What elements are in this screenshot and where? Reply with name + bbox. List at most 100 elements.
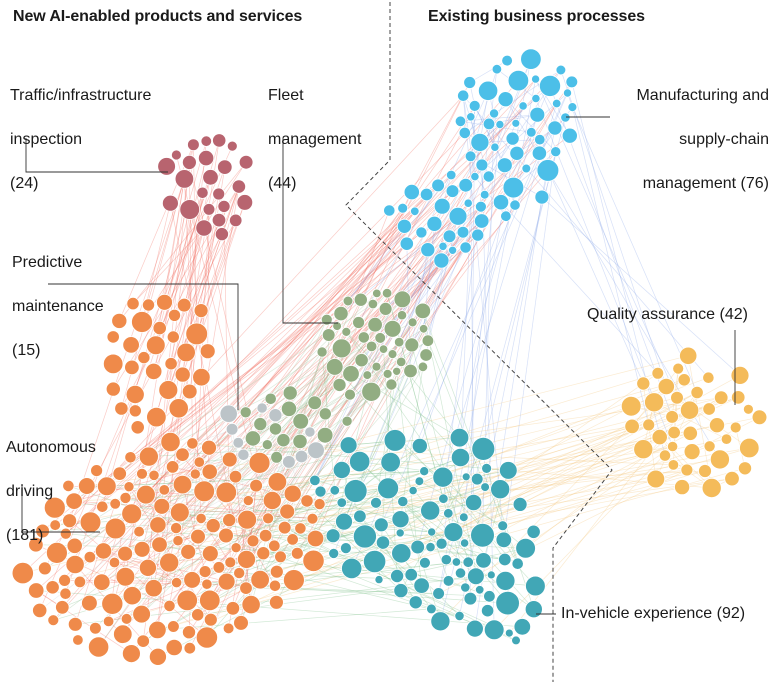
node-blue <box>442 229 457 244</box>
edge <box>306 500 402 591</box>
label-manufacturing: Manufacturing and supply-chain managemen… <box>636 63 769 217</box>
node-maroon <box>202 203 216 216</box>
node-orange <box>165 638 183 657</box>
node-orange <box>217 572 236 591</box>
node-orange <box>170 522 183 535</box>
edge <box>141 391 372 615</box>
node-orange <box>125 384 145 404</box>
edge <box>284 391 372 528</box>
node-orange <box>189 468 201 480</box>
node-yellow <box>680 463 694 477</box>
node-grey <box>256 402 268 414</box>
node-orange <box>148 647 167 666</box>
edge <box>474 92 568 177</box>
edge <box>223 206 231 563</box>
node-teal <box>443 508 454 519</box>
node-orange <box>283 484 302 503</box>
label-predictive-line2: maintenance <box>12 298 104 315</box>
node-green <box>325 358 344 376</box>
edge <box>246 519 261 580</box>
node-grey <box>232 436 245 449</box>
edge <box>462 95 709 378</box>
edge <box>505 98 556 152</box>
edge <box>259 337 381 580</box>
node-blue <box>445 184 460 198</box>
node-teal <box>353 509 367 524</box>
node-orange <box>256 546 271 561</box>
node-teal <box>339 542 352 554</box>
node-blue <box>459 241 472 254</box>
node-green <box>371 361 382 372</box>
node-orange <box>306 512 319 525</box>
node-maroon <box>200 135 213 147</box>
node-teal <box>511 635 521 646</box>
node-teal <box>438 493 449 504</box>
node-teal <box>526 524 541 539</box>
node-teal <box>458 512 469 522</box>
node-blue <box>500 210 512 222</box>
node-maroon <box>217 159 233 175</box>
edge <box>504 446 673 560</box>
edge <box>112 461 391 605</box>
node-green <box>253 417 268 432</box>
node-orange <box>239 581 253 595</box>
node-orange <box>183 571 201 589</box>
edge <box>343 58 532 522</box>
edge <box>112 174 452 605</box>
node-orange <box>59 587 72 600</box>
node-orange <box>133 525 145 538</box>
node-teal <box>373 517 389 533</box>
node-teal <box>524 600 543 619</box>
node-orange <box>131 311 153 333</box>
node-orange <box>122 586 142 606</box>
edge <box>53 105 524 621</box>
node-blue <box>495 120 505 130</box>
edge <box>164 178 185 303</box>
node-yellow <box>709 449 730 470</box>
edge <box>325 373 388 415</box>
label-manufacturing-line3: management (76) <box>642 175 769 192</box>
edge <box>380 92 568 525</box>
node-green <box>239 406 252 419</box>
edge <box>440 151 557 622</box>
edge <box>145 69 562 495</box>
node-teal <box>490 479 511 500</box>
node-orange <box>132 604 151 624</box>
node-orange <box>146 406 167 428</box>
node-orange <box>138 558 157 577</box>
node-blue <box>482 117 496 131</box>
node-teal <box>459 538 470 548</box>
node-blue <box>518 101 528 111</box>
node-orange <box>267 472 288 492</box>
node-blue <box>534 189 550 205</box>
node-orange <box>158 380 179 400</box>
node-green <box>332 377 347 392</box>
edge <box>155 177 211 346</box>
node-blue <box>458 126 471 139</box>
leader-lines <box>21 116 736 615</box>
node-orange <box>106 330 120 344</box>
node-orange <box>269 564 284 579</box>
node-green <box>353 292 368 307</box>
node-green <box>357 331 370 344</box>
node-blue <box>433 197 451 215</box>
node-green <box>261 439 273 451</box>
node-orange <box>262 512 275 525</box>
edge <box>470 116 486 195</box>
node-orange <box>241 594 261 615</box>
node-blue <box>383 204 396 217</box>
node-blue <box>397 202 409 214</box>
edge <box>119 98 537 474</box>
node-green <box>378 344 389 354</box>
node-maroon <box>228 213 243 228</box>
node-green <box>374 332 387 344</box>
node-layer <box>11 48 768 666</box>
edge <box>431 531 449 582</box>
label-fleet-line1: Fleet <box>268 87 304 104</box>
node-green <box>270 450 283 464</box>
node-orange <box>38 561 52 576</box>
node-orange <box>201 545 219 562</box>
node-teal <box>470 472 484 486</box>
node-orange <box>65 554 85 575</box>
node-teal <box>336 497 348 508</box>
